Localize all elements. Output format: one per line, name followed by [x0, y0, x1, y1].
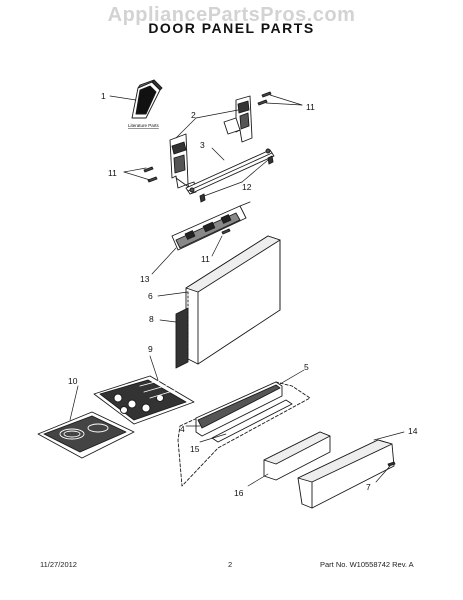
door-strap-bar: [185, 148, 275, 195]
callout-7: 7: [366, 482, 371, 492]
screws-11: [143, 91, 272, 235]
toe-panel: [297, 439, 395, 509]
screw-7: [387, 461, 396, 467]
leader-lines: [69, 94, 405, 487]
gasket-strip: [211, 399, 293, 443]
hardware-bag: [93, 375, 195, 425]
console-group-outline: [177, 381, 311, 487]
callout-11-top: 11: [306, 102, 315, 112]
callout-14: 14: [408, 426, 418, 436]
callout-labels: 1 2 3 4 5 6 7 8 9 10 11 11 11 12 13 14 1…: [68, 91, 418, 498]
control-latch-assembly: [171, 201, 251, 251]
callout-10: 10: [68, 376, 78, 386]
watermark: AppliancePartsPros.com: [107, 4, 356, 26]
callout-15: 15: [190, 444, 200, 454]
vent-filter-panel: [195, 381, 283, 437]
callout-11-left: 11: [108, 168, 117, 178]
callout-13: 13: [140, 274, 150, 284]
footer-part-number: Part No. W10558742 Rev. A: [320, 560, 414, 569]
literature-booklet: Literature Parts: [128, 79, 163, 128]
callout-3: 3: [200, 140, 205, 150]
callout-9: 9: [148, 344, 153, 354]
callout-11-middle: 11: [201, 254, 210, 264]
door-insulation-barrier: [175, 307, 189, 369]
right-hinge-bracket: [223, 95, 253, 143]
footer-date: 11/27/2012: [40, 560, 77, 569]
page-title: DOOR PANEL PARTS: [148, 20, 315, 36]
gasket-bag: [37, 411, 135, 459]
callout-6: 6: [148, 291, 153, 301]
callout-8: 8: [149, 314, 154, 324]
callout-2: 2: [191, 110, 196, 120]
callout-1: 1: [101, 91, 106, 101]
callout-12: 12: [242, 182, 252, 192]
callout-16: 16: [234, 488, 244, 498]
callout-5: 5: [304, 362, 309, 372]
callout-4: 4: [180, 424, 185, 434]
footer-page-number: 2: [228, 560, 233, 569]
literature-parts-label: Literature Parts: [128, 123, 160, 128]
